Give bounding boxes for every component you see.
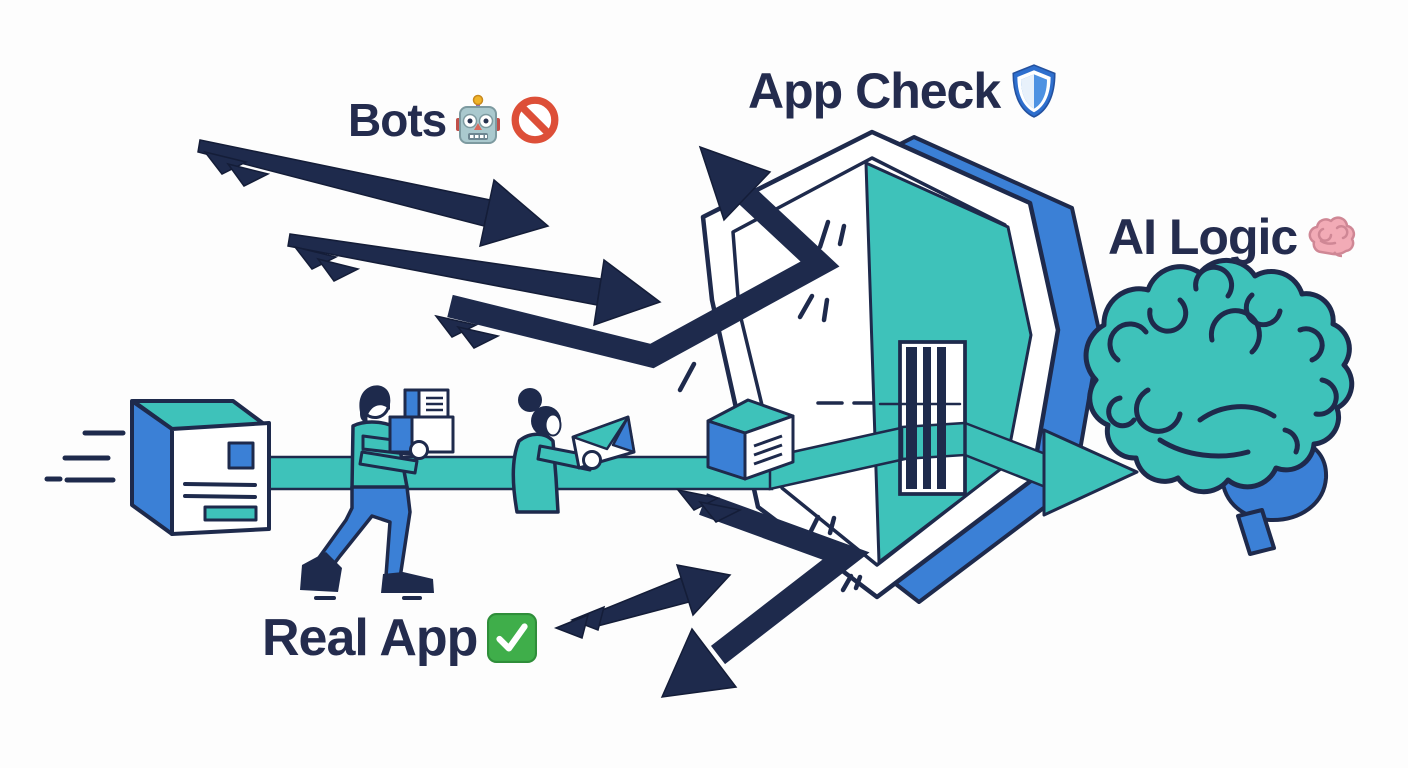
- shield-grate-bars: [898, 340, 967, 496]
- no-entry-icon: [511, 96, 559, 144]
- request-box: [130, 399, 271, 536]
- ai-logic-label: AI Logic: [1108, 212, 1357, 262]
- brain-folds: [1106, 264, 1339, 459]
- messenger-person: [511, 388, 636, 514]
- app-check-label: App Check: [748, 64, 1058, 118]
- bots-label-text: Bots: [348, 94, 447, 146]
- real-app-label: Real App: [262, 609, 538, 667]
- package-box: [706, 398, 795, 481]
- bot-arrow-5-deflected: [660, 488, 870, 698]
- check-icon: [487, 613, 538, 663]
- trajectory-dashes: [816, 401, 962, 406]
- bot-arrow-2: [287, 233, 662, 327]
- speed-lines-icon: [44, 430, 126, 483]
- app-check-label-text: App Check: [748, 63, 1001, 119]
- impact-marks: [314, 219, 863, 600]
- bot-arrow-3-deflected: [434, 145, 840, 369]
- robot-icon: [456, 94, 501, 144]
- pipe-arrowhead: [1042, 428, 1139, 517]
- bot-arrow-4: [553, 564, 732, 640]
- bots-label: Bots: [348, 94, 560, 146]
- ai-logic-label-text: AI Logic: [1108, 209, 1298, 265]
- delivery-person: [300, 385, 455, 593]
- real-app-label-text: Real App: [262, 609, 478, 667]
- brain-icon: [1308, 216, 1356, 258]
- carried-boxes: [388, 388, 455, 454]
- bot-arrows: [197, 139, 870, 698]
- bot-arrow-1: [197, 139, 550, 248]
- shield-icon: [1012, 64, 1056, 118]
- ai-brain: [1083, 257, 1355, 556]
- flow-pipe: [230, 421, 1139, 517]
